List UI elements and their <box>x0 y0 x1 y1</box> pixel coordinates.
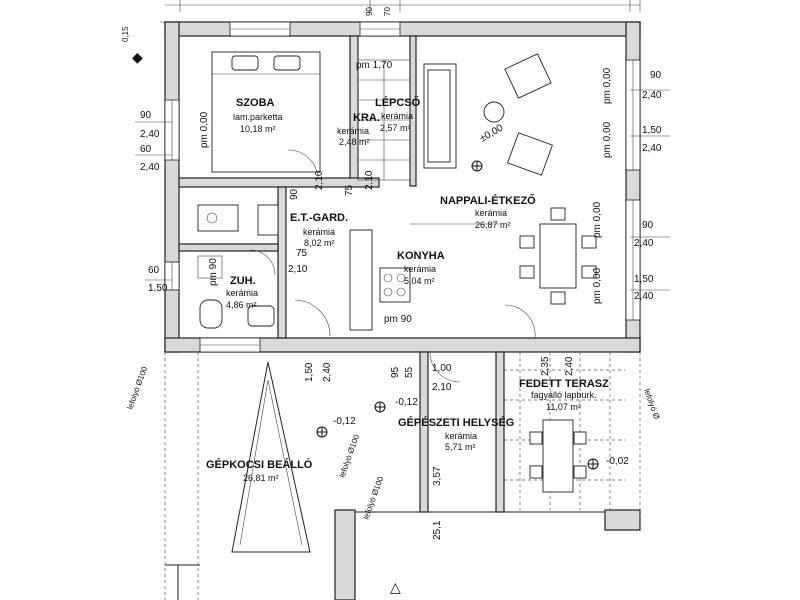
carport-outline <box>164 352 641 600</box>
dim-bottom-55: 55 <box>404 366 415 378</box>
room-zuh-area: 4,86 m² <box>226 300 257 310</box>
room-gepkocsi-name: GÉPKOCSI BEÁLLÓ <box>206 458 313 471</box>
dim-left-2: 2,40 <box>140 129 160 140</box>
dim-right-4: 2,40 <box>642 143 662 154</box>
drain-label-1: lefolyó Ø100 <box>125 365 149 411</box>
dim-gep-357: 3,57 <box>432 466 443 486</box>
room-gepeszeti-name: GÉPÉSZETI HELYSÉG <box>398 416 514 429</box>
dim-nappali-pm-a: pm 0,00 <box>592 201 603 238</box>
dim-zuh-pm: pm 90 <box>208 258 219 286</box>
coffee-table <box>483 101 505 123</box>
machine-room-walls <box>419 351 505 513</box>
section-marker: △ <box>390 579 401 595</box>
room-nappali-material: kerámia <box>475 208 507 218</box>
dim-right-pm-b: pm 0,00 <box>602 67 613 104</box>
level-nappali: ±0,00 <box>478 122 505 144</box>
dim-terasz-240: 2,40 <box>564 356 575 376</box>
dim-right-2: 2,40 <box>642 90 662 101</box>
room-konyha-material: kerámia <box>404 264 436 274</box>
dim-left-1: 90 <box>140 110 152 121</box>
room-lepcso-name: LÉPCSŐ <box>375 96 421 109</box>
level-kocsi-2: -0,12 <box>395 397 418 408</box>
dim-szoba-pm: pm 0,00 <box>199 111 210 148</box>
dim-etgard-210c: 2,10 <box>288 264 308 275</box>
level-kocsi-1: -0,12 <box>333 416 356 427</box>
room-terasz-area: 11,07 m² <box>546 402 581 412</box>
room-lepcso-area: 2,57 m² <box>380 123 411 133</box>
level-terasz: -0,02 <box>606 456 629 467</box>
dim-etgard-90: 90 <box>289 188 300 200</box>
room-lepcso-material: kerámia <box>381 111 413 121</box>
armchairs <box>504 53 553 176</box>
room-gepkocsi-area: 26,81 m² <box>243 473 279 483</box>
dim-right-1: 90 <box>650 70 662 81</box>
top-dimension-line <box>160 0 641 23</box>
room-nappali-name: NAPPALI-ÉTKEZŐ <box>440 194 536 207</box>
side-dimension-lines <box>135 89 670 291</box>
dim-nappali-pm-b: pm 0,00 <box>592 267 603 304</box>
room-konyha-name: KONYHA <box>397 250 445 262</box>
dim-bottom-150: 1,50 <box>304 362 315 382</box>
dim-right-7: 1,50 <box>634 274 654 285</box>
sofa <box>423 63 457 169</box>
room-etgard-material: kerámia <box>303 227 335 237</box>
dim-left-5: 60 <box>148 265 160 276</box>
dim-etgard-210a: 2,10 <box>314 170 325 190</box>
level-markers <box>316 160 599 470</box>
dim-right-pm-a: pm 0,00 <box>602 121 613 158</box>
dim-left-6: 1,50 <box>148 283 168 294</box>
room-zuh-name: ZUH. <box>230 275 256 287</box>
bed <box>211 51 321 173</box>
room-terasz-material: fagyálló lapburk. <box>531 390 597 400</box>
room-gepeszeti-material: kerámia <box>445 431 477 441</box>
dim-gep-251: 25,1 <box>432 520 443 540</box>
bathroom-fixtures <box>197 204 279 329</box>
dim-bottom-100: 1,00 <box>432 363 452 374</box>
room-konyha-area: 5,04 m² <box>404 276 435 286</box>
room-gepeszeti-area: 5,71 m² <box>445 442 476 452</box>
dim-right-6: 2,40 <box>634 238 654 249</box>
dim-right-5: 90 <box>642 220 654 231</box>
dining-table <box>519 207 597 305</box>
drain-label-2: lefolyó Ø100 <box>337 433 361 479</box>
room-kamra-material: kerámia <box>337 126 369 136</box>
door-swings <box>249 149 536 383</box>
staircase <box>357 59 411 181</box>
dim-left-3: 60 <box>140 144 152 155</box>
dim-etgard-75b: 75 <box>296 248 308 259</box>
windows <box>164 21 641 353</box>
dim-top-90: 90 <box>365 7 374 16</box>
dim-corner: 0,15 <box>121 26 130 42</box>
room-szoba-material: lam.parketta <box>233 112 283 122</box>
room-kamra-name: KRA. <box>353 112 380 124</box>
dim-left-4: 2,40 <box>140 162 160 173</box>
room-zuh-material: kerámia <box>226 288 258 298</box>
dim-etgard-75a: 75 <box>344 184 355 196</box>
north-marker: ◆ <box>132 49 143 65</box>
dim-right-3: 1,50 <box>642 125 662 136</box>
room-etgard-name: E.T.-GARD. <box>290 212 348 224</box>
kitchen-counter <box>349 223 500 331</box>
dim-etgard-210b: 2,10 <box>364 170 375 190</box>
dim-top-pm: pm 1,70 <box>356 60 393 71</box>
room-szoba-area: 10,18 m² <box>240 124 276 134</box>
room-etgard-area: 8,02 m² <box>304 238 335 248</box>
drain-label-3: lefolyó Ø <box>642 388 661 421</box>
dim-bottom-95: 95 <box>390 366 401 378</box>
dim-konyha-pm: pm 90 <box>384 314 412 325</box>
dim-bottom-240: 2,40 <box>322 362 333 382</box>
dim-right-8: 2,40 <box>634 291 654 302</box>
dim-bottom-210: 2,10 <box>432 382 452 393</box>
dim-terasz-235: 2,35 <box>540 356 551 376</box>
room-kamra-area: 2,48 m² <box>339 137 370 147</box>
room-nappali-area: 26,87 m² <box>475 220 511 230</box>
drain-label-4: lefolyó Ø100 <box>361 475 385 521</box>
dim-top-70: 70 <box>383 7 392 16</box>
room-szoba-name: SZOBA <box>236 97 275 109</box>
room-terasz-name: FEDETT TERASZ <box>519 378 609 390</box>
terrace-tiles <box>504 352 641 520</box>
